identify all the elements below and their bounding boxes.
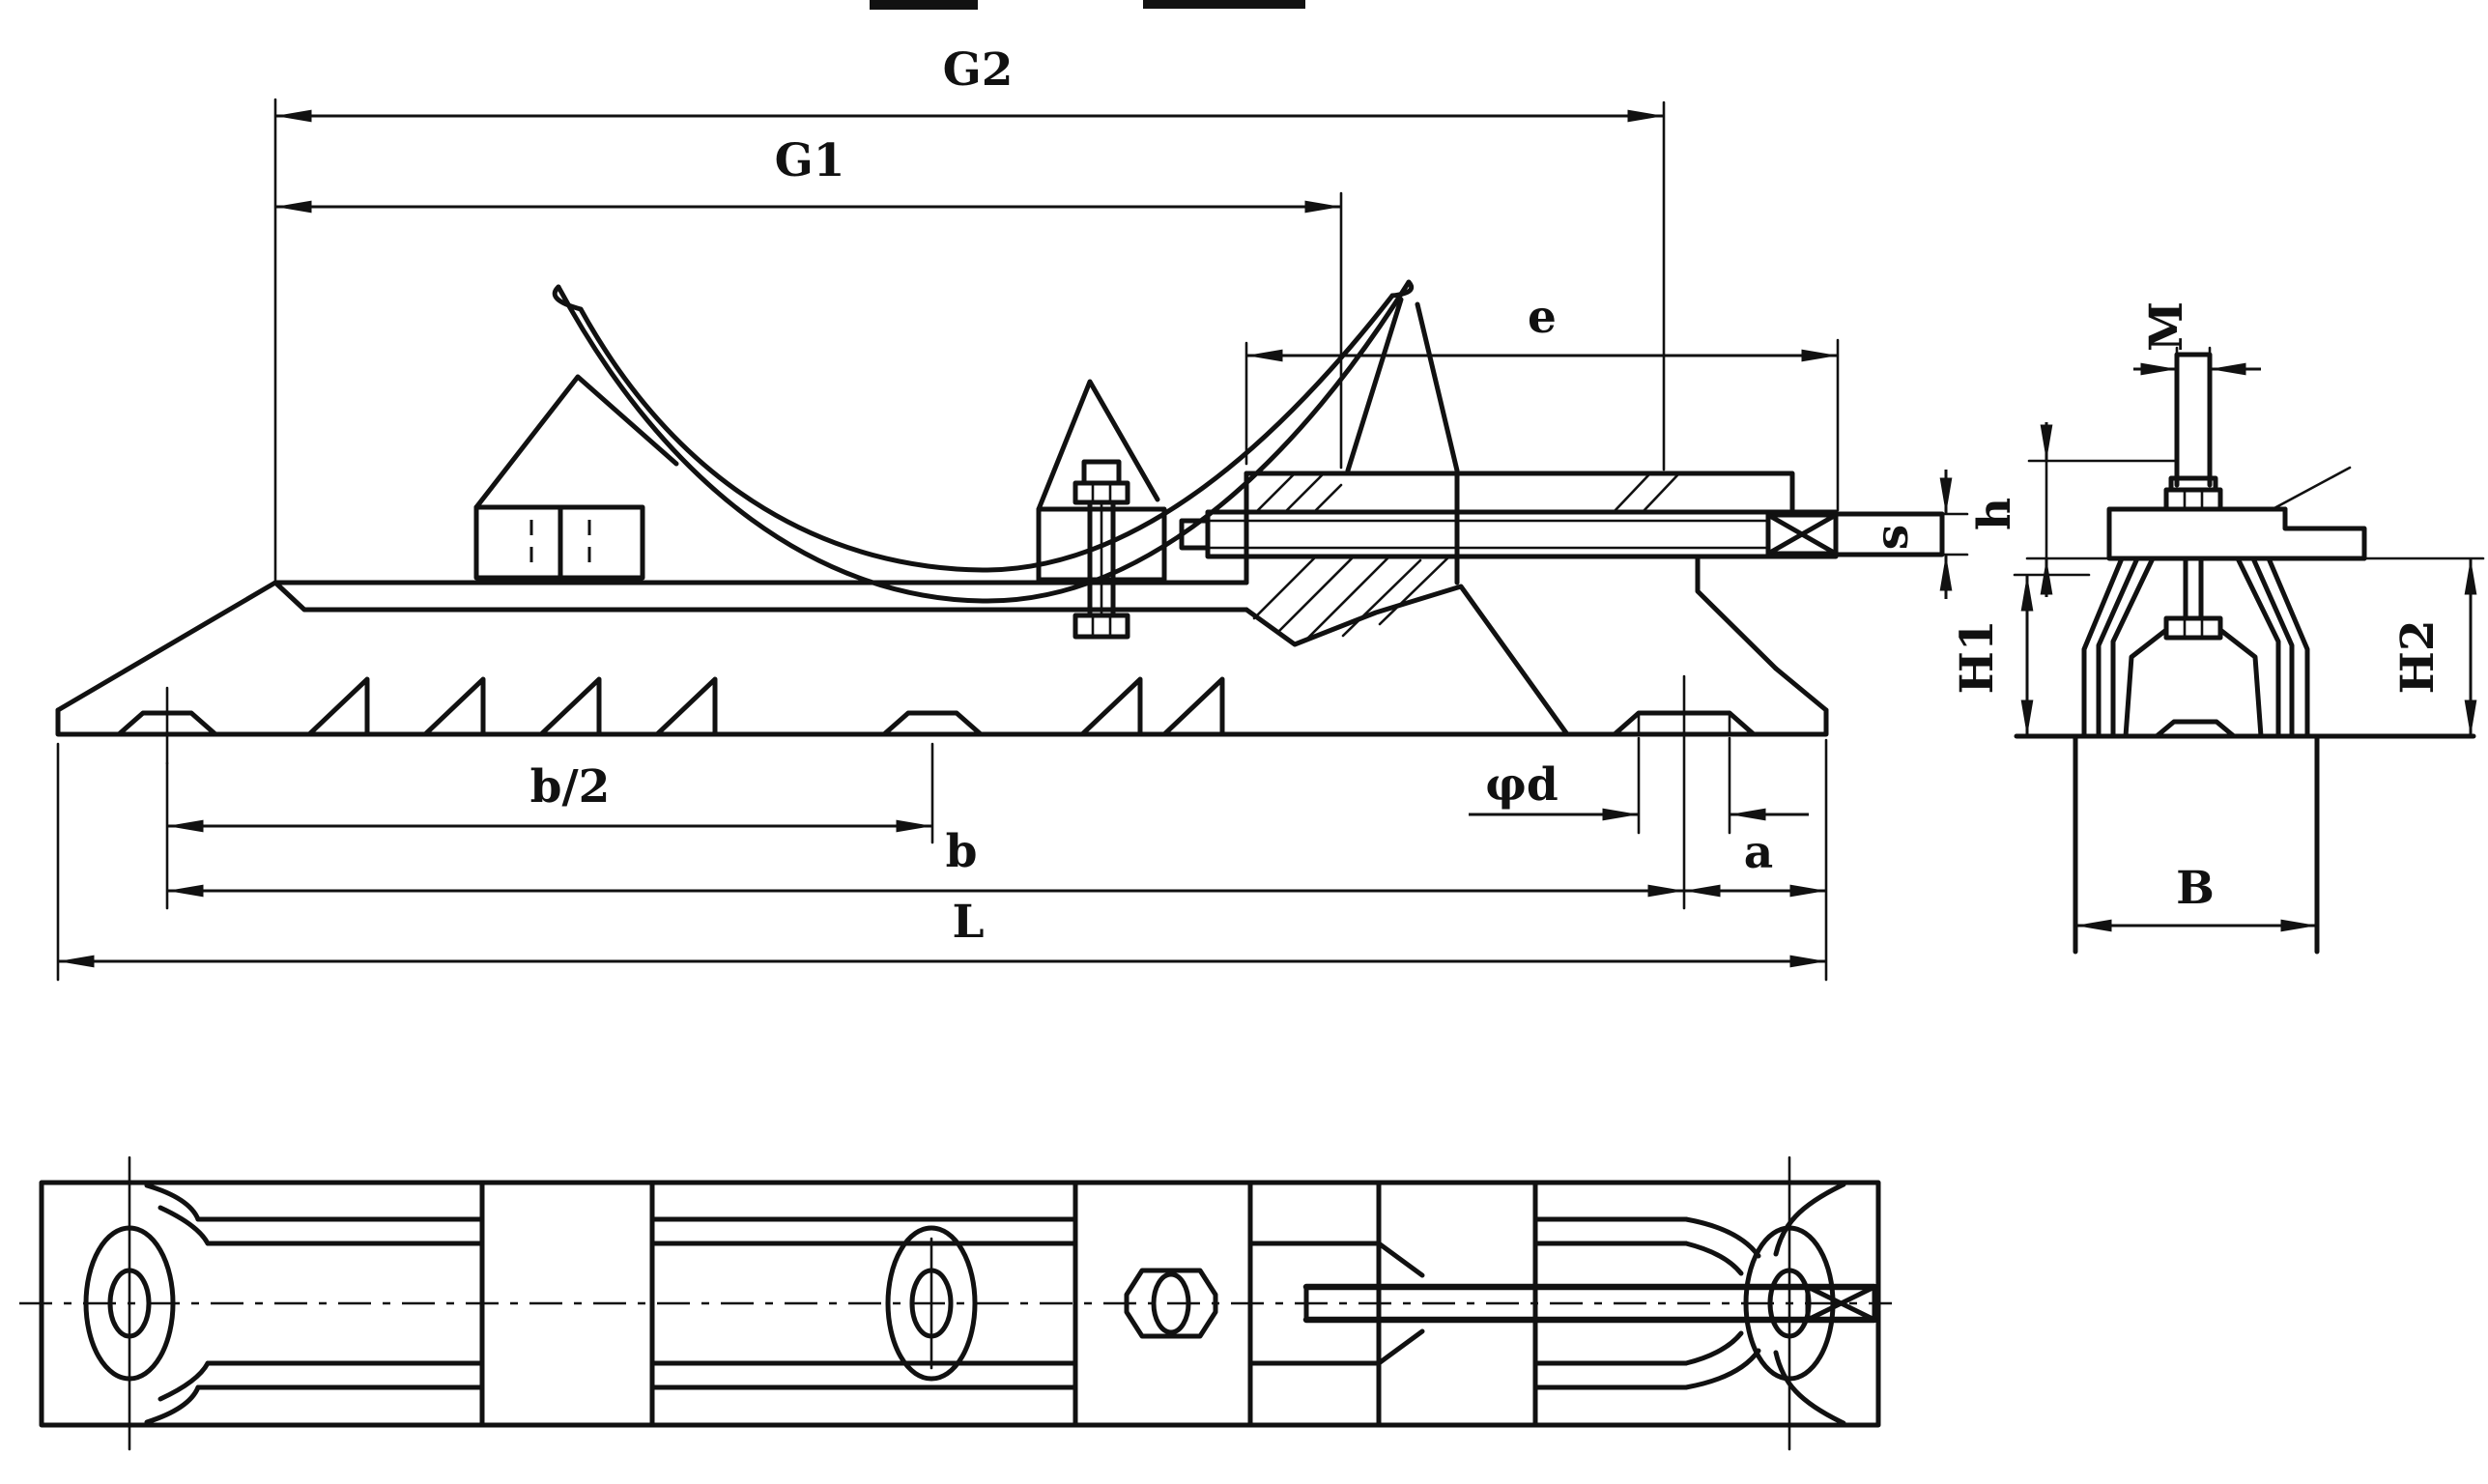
front-view: s e G1 G2 b/2 b (55, 43, 1969, 982)
spring-yoke-legs (2081, 556, 2310, 739)
dim-label-a: a (1744, 826, 1773, 879)
dim-G2: G2 (275, 43, 1666, 471)
clamp-bolt (1072, 459, 1130, 640)
dim-G1: G1 (273, 98, 1343, 582)
dim-label-L: L (952, 896, 984, 949)
stud-and-plate (2106, 352, 2367, 561)
dim-label-B: B (2176, 862, 2215, 915)
side-base (2014, 719, 2476, 955)
rod-end-tab (1833, 511, 1945, 557)
dim-label-H2: H2 (2391, 619, 2445, 694)
plan-relief-slots (144, 1182, 1846, 1426)
dim-b2: b/2 (165, 742, 934, 910)
dim-B: B (2075, 862, 2317, 932)
saddle-strap (552, 279, 1415, 604)
dim-label-phid: φd (1485, 758, 1558, 812)
dim-s: s (1866, 470, 1969, 599)
dim-phid: φd (1469, 736, 1809, 835)
dim-H2: H2 (2362, 556, 2485, 736)
dim-label-H1: H1 (1951, 619, 2004, 694)
dim-L: L (56, 738, 1828, 982)
plan-anchor-hole-left (83, 1225, 176, 1382)
bottom-plan-view (19, 1156, 1892, 1451)
pedestal-hill (1244, 555, 1570, 737)
plan-rib-bands (479, 1180, 1538, 1428)
dim-b: b (167, 674, 1686, 910)
dim-h: h (1968, 422, 2179, 597)
swing-rod (1179, 509, 1945, 559)
dim-label-G1: G1 (775, 134, 845, 187)
dim-H1: H1 (1951, 573, 2091, 736)
dim-label-b: b (946, 825, 978, 878)
dim-label-M: M (2140, 301, 2193, 352)
dim-label-s: s (1866, 525, 1919, 550)
side-view: M h (1951, 301, 2485, 955)
rod-bracket-ear (1244, 297, 1795, 585)
dim-label-b2: b/2 (530, 760, 611, 813)
dim-label-e: e (1528, 291, 1557, 344)
dim-a: a (1684, 826, 1826, 898)
left-clamp-block (473, 374, 679, 581)
plan-section-traces (128, 1156, 1791, 1451)
scan-artifact-marks (870, 0, 1305, 10)
dim-e: e (1244, 291, 1840, 512)
dim-label-G2: G2 (943, 43, 1014, 97)
plan-clamp-bolt-nut (1124, 1268, 1218, 1339)
plan-swing-rod (1302, 1283, 1878, 1324)
rod-cross-pin-box (1765, 512, 1839, 556)
base-serration-ribs (306, 676, 1225, 737)
dim-label-h: h (1968, 498, 2021, 530)
plan-anchor-hole-middle (885, 1225, 978, 1382)
